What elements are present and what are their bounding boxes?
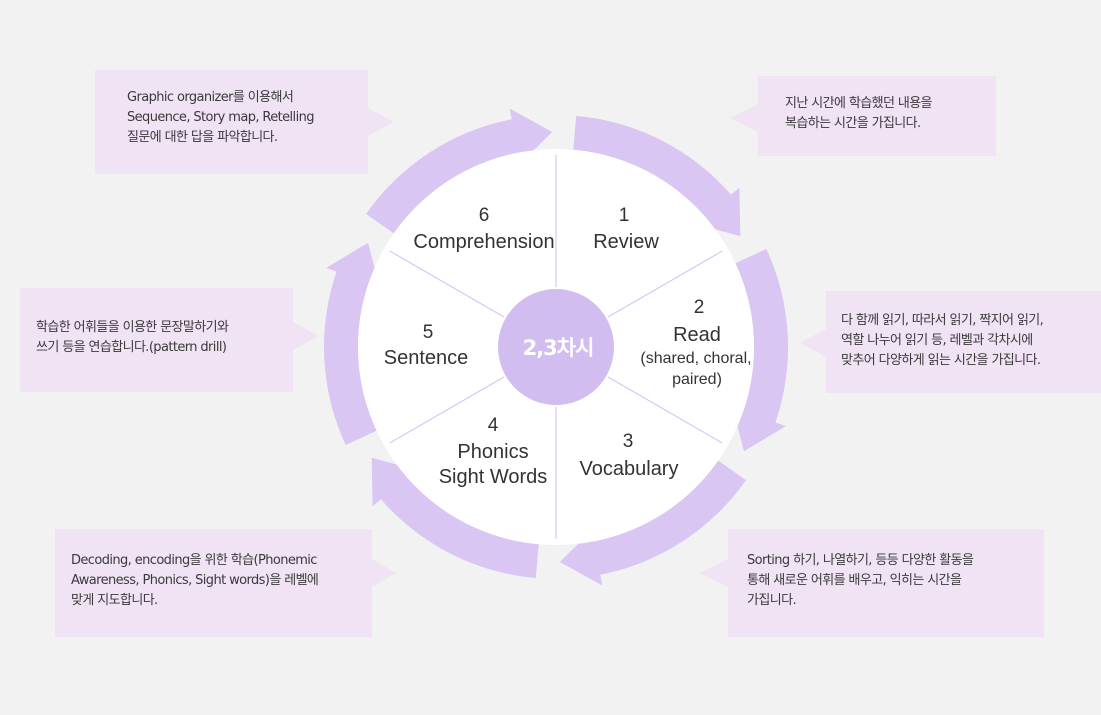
note-line: 역할 나누어 읽기 등, 레벨과 각차시에 [841,333,1033,348]
step-number: 5 [423,322,434,343]
note-line: 맞게 지도합니다. [71,593,158,608]
note-read: 다 함께 읽기, 따라서 읽기, 짝지어 읽기, 역할 나누어 읽기 등, 레벨… [800,291,1101,393]
arrow-segment-1 [573,115,741,237]
note-line: Awareness, Phonics, Sight words)을 레벨에 [71,573,319,588]
note-sentence: 학습한 어휘들을 이용한 문장말하기와 쓰기 등을 연습합니다.(pattern… [20,288,319,392]
step-title: Review [593,231,659,253]
note-line: 다 함께 읽기, 따라서 읽기, 짝지어 읽기, [841,313,1044,328]
step-review: 1 Review [593,205,659,253]
step-title: Sentence [384,347,469,369]
note-line: 통해 새로운 어휘를 배우고, 익히는 시간을 [747,573,962,588]
step-title: Phonics [457,441,528,463]
step-number: 6 [479,205,490,226]
arrow-ring [323,108,789,586]
divider-line-3 [607,376,723,444]
step-title: Read [673,324,721,346]
note-line: Sorting 하기, 나열하기, 등등 다양한 활동을 [747,553,974,568]
arrow-segment-3 [559,460,746,586]
step-sentence: 5 Sentence [384,322,469,369]
step-title: Sight Words [439,466,548,488]
note-line: 맞추어 다양하게 읽는 시간을 가집니다. [841,353,1041,368]
divider-line-5 [389,376,505,444]
note-line: 쓰기 등을 연습합니다.(pattern drill) [36,340,227,355]
segment-dividers [389,155,723,539]
step-number: 2 [694,297,705,318]
step-comprehension: 6 Comprehension [413,205,554,253]
note-line: Graphic organizer를 이용해서 [127,90,294,105]
step-subtitle: (shared, choral, [640,350,751,367]
step-vocabulary: 3 Vocabulary [580,431,679,480]
note-line: Sequence, Story map, Retelling [127,110,314,125]
note-line: 지난 시간에 학습했던 내용을 [785,96,933,111]
step-number: 1 [619,205,630,226]
divider-line-6 [389,250,505,318]
center-hub [498,289,614,405]
note-line: 가집니다. [747,593,797,608]
step-subtitle: paired) [672,371,722,388]
arrow-segment-6 [366,108,553,234]
note-line: Decoding, encoding을 위한 학습(Phonemic [71,553,317,568]
center-label: 2,3차시 [523,336,594,360]
note-review: 지난 시간에 학습했던 내용을 복습하는 시간을 가집니다. [730,76,996,156]
arrow-segment-2 [732,249,789,452]
step-number: 3 [623,431,634,452]
note-vocabulary: Sorting 하기, 나열하기, 등등 다양한 활동을 통해 새로운 어휘를 … [700,529,1044,637]
step-number: 4 [488,415,499,436]
note-phonics: Decoding, encoding을 위한 학습(Phonemic Aware… [55,529,396,637]
note-line: 복습하는 시간을 가집니다. [785,116,921,131]
note-line: 학습한 어휘들을 이용한 문장말하기와 [36,320,229,335]
step-title: Vocabulary [580,458,679,480]
arrow-segment-5 [323,242,380,445]
step-phonics: 4 Phonics Sight Words [439,415,548,488]
step-read: 2 Read (shared, choral, paired) [640,297,751,388]
note-comprehension: Graphic organizer를 이용해서 Sequence, Story … [95,70,394,174]
arrow-segment-4 [371,457,539,579]
step-title: Comprehension [413,231,554,253]
note-line: 질문에 대한 답을 파악합니다. [127,130,278,145]
divider-line-2 [607,250,723,318]
